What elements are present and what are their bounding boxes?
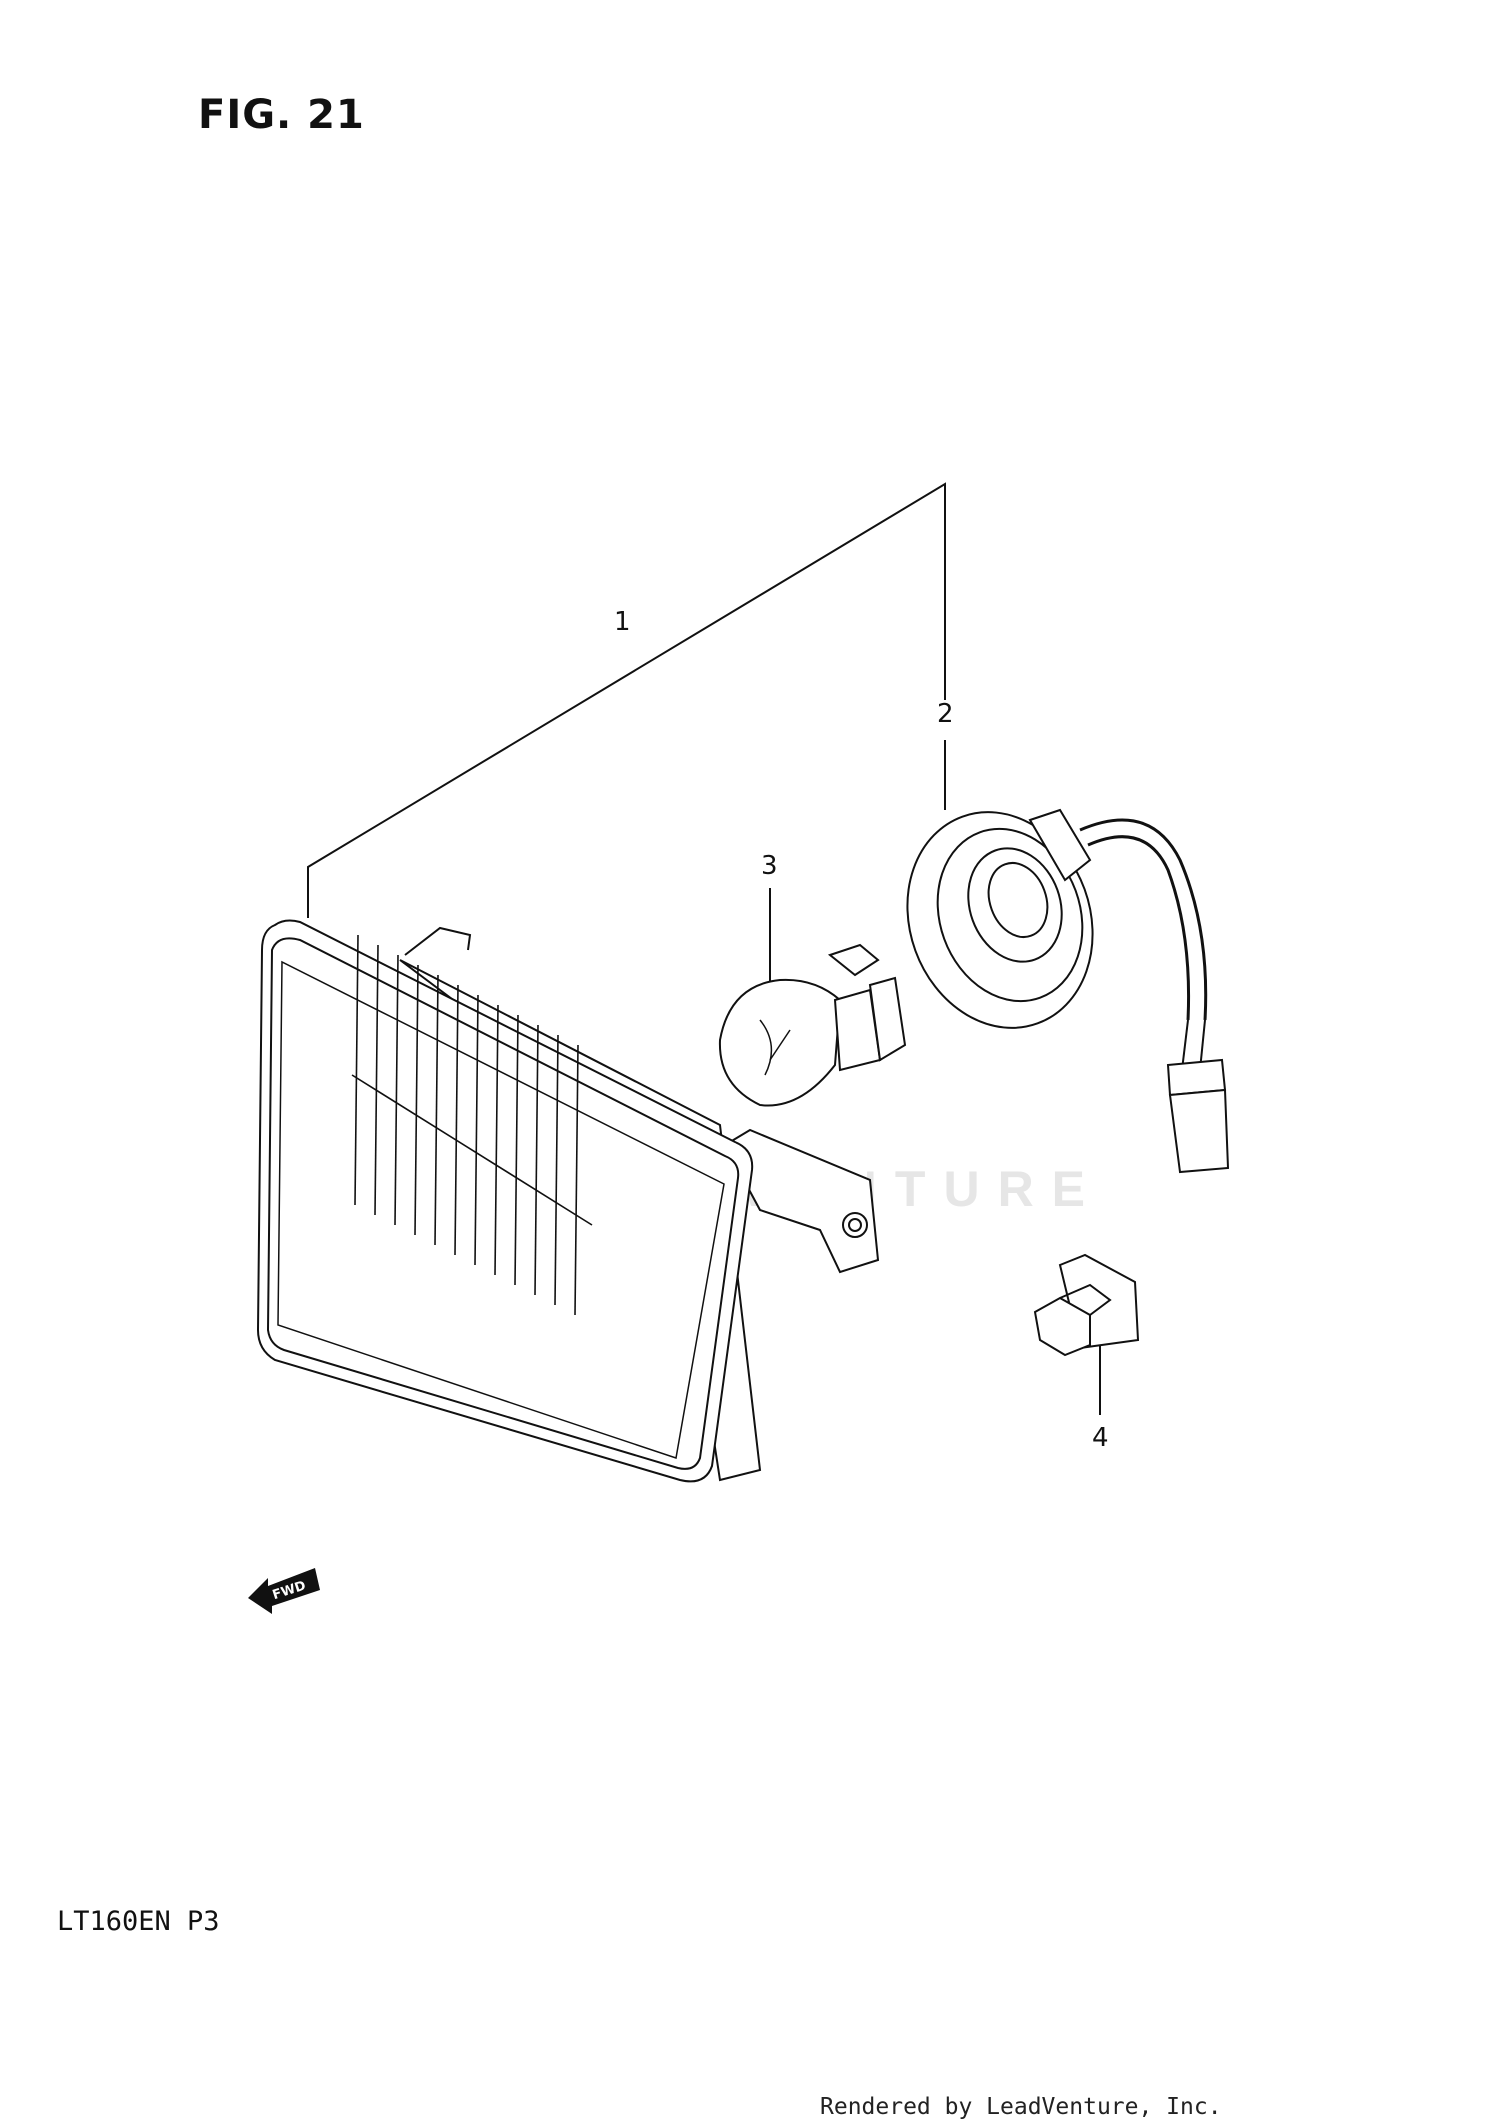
render-credit: Rendered by LeadVenture, Inc.	[820, 2094, 1222, 2120]
wire-clamp	[1033, 1253, 1140, 1357]
callout-2: 2	[937, 699, 954, 729]
callout-1: 1	[614, 607, 631, 637]
headlight-assembly	[256, 919, 880, 1483]
callout-4: 4	[1092, 1423, 1109, 1453]
bulb-socket	[906, 808, 1230, 1174]
callout-3: 3	[761, 851, 778, 881]
model-code: LT160EN P3	[57, 1906, 220, 1937]
bulb	[718, 943, 907, 1107]
figure-title: FIG. 21	[198, 92, 365, 138]
fwd-arrow-icon: FWD	[248, 1568, 320, 1614]
